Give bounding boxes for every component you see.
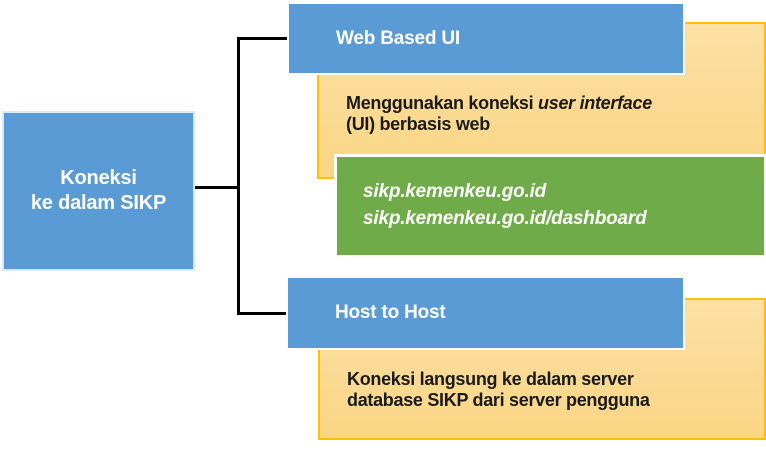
web-based-ui-title: Web Based UI [336,27,460,49]
connector-root-line [193,186,240,189]
sikp-url-box: sikp.kemenkeu.go.id sikp.kemenkeu.go.id/… [337,157,764,255]
host-to-host-header: Host to Host [288,278,683,348]
web-based-ui-description-line2: (UI) berbasis web [346,114,490,135]
sikp-url-dashboard: sikp.kemenkeu.go.id/dashboard [363,208,647,229]
connector-top-branch-line [237,37,290,40]
description-italic-text: user interface [538,93,652,113]
web-based-ui-header: Web Based UI [289,4,683,73]
web-based-ui-description: Menggunakan koneksi user interface (UI) … [346,93,756,135]
root-node-koneksi: Koneksi ke dalam SIKP [4,113,193,269]
host-to-host-description-line1: Koneksi langsung ke dalam server [347,369,634,389]
web-based-ui-description-line1: Menggunakan koneksi user interface [346,93,756,114]
root-node-label-line2: ke dalam SIKP [30,192,167,214]
sikp-url-main: sikp.kemenkeu.go.id [363,181,547,203]
description-text: Menggunakan koneksi [346,93,539,113]
host-to-host-description: Koneksi langsung ke dalam server databas… [347,369,757,411]
host-to-host-description-line2: database SIKP dari server pengguna [347,390,650,411]
host-to-host-title: Host to Host [335,302,446,323]
connector-bottom-branch-line [237,312,289,315]
connector-vertical-line [237,37,240,315]
root-node-label-line1: Koneksi [60,167,137,189]
